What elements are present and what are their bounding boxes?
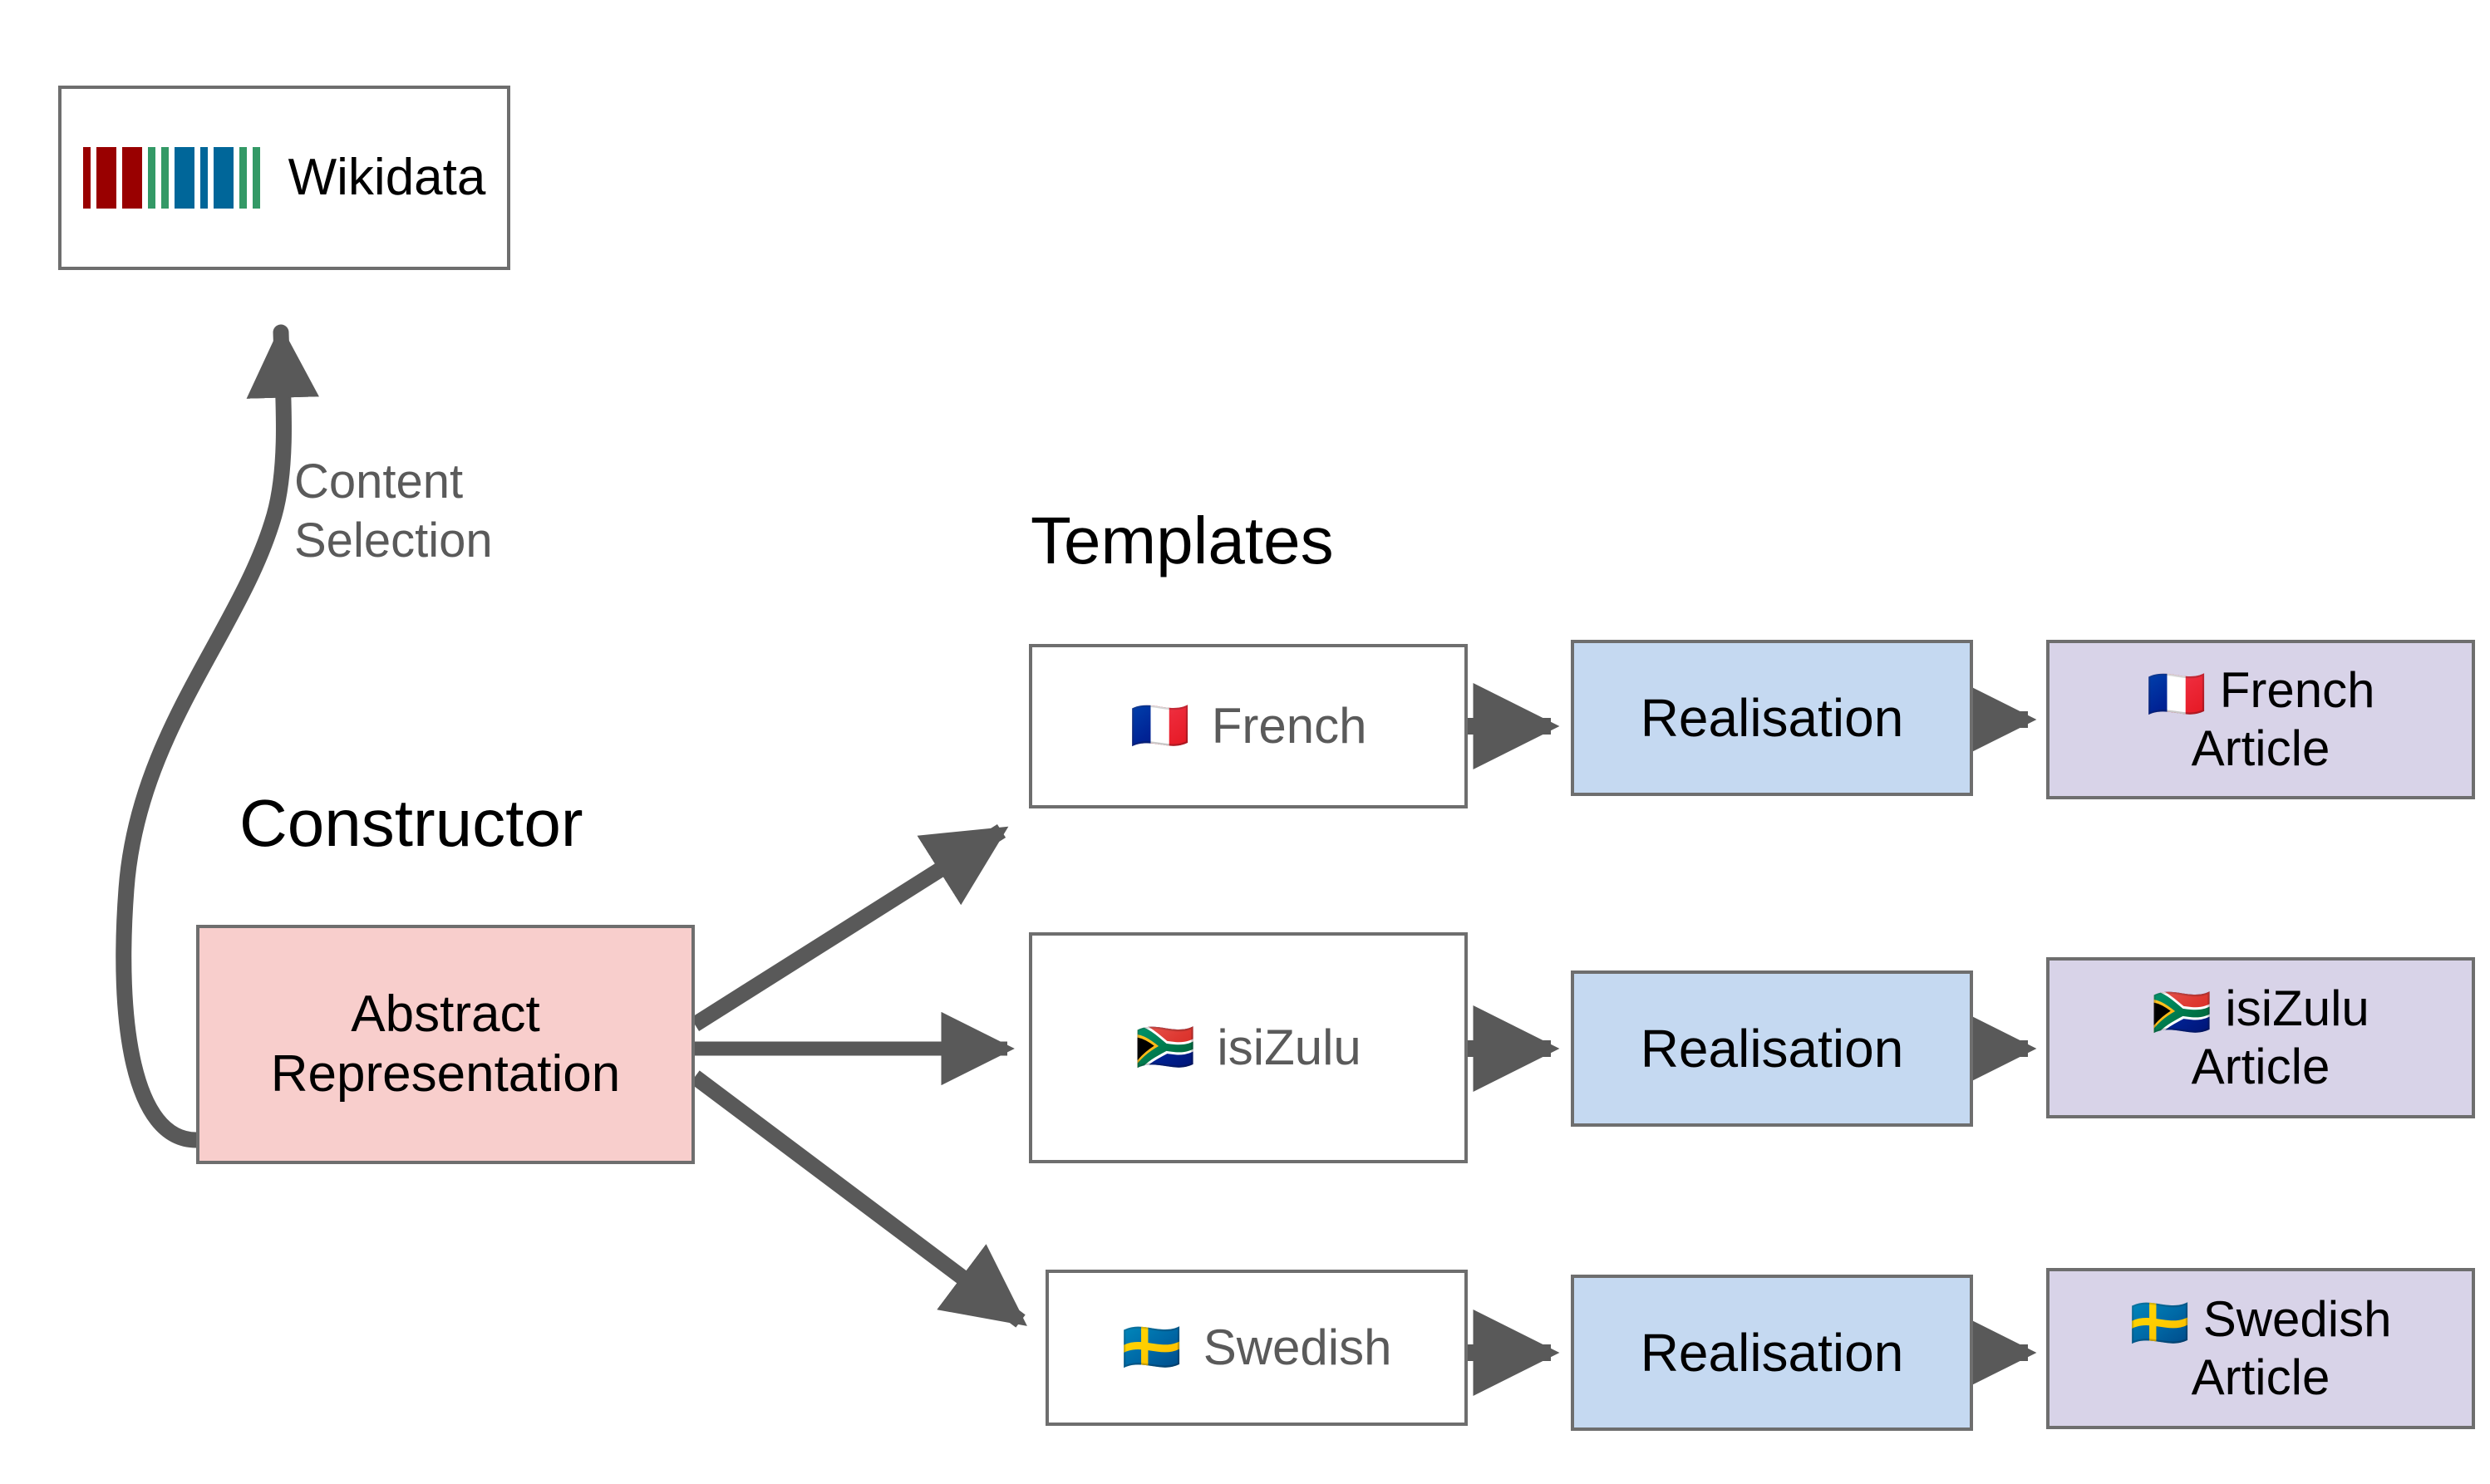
article-line2-swedish: Article (2191, 1349, 2330, 1405)
template-label-swedish: Swedish (1203, 1319, 1392, 1376)
template-node-swedish[interactable]: 🇸🇪 Swedish (1046, 1270, 1468, 1426)
realisation-label-swedish: Realisation (1640, 1322, 1904, 1383)
flag-south-africa-icon: 🇿🇦 (2152, 985, 2212, 1040)
article-language-isizulu: isiZulu (2225, 980, 2369, 1037)
article-line2-isizulu: Article (2191, 1039, 2330, 1094)
flag-france-icon: 🇫🇷 (1129, 699, 1190, 753)
template-node-isizulu[interactable]: 🇿🇦 isiZulu (1029, 932, 1468, 1163)
article-line1-french: 🇫🇷French (2146, 662, 2375, 722)
flag-france-icon: 🇫🇷 (2146, 667, 2207, 722)
article-node-swedish[interactable]: 🇸🇪Swedish Article (2046, 1268, 2475, 1429)
template-label-isizulu: isiZulu (1217, 1020, 1361, 1076)
abstract-representation-text: Abstract Representation (271, 985, 621, 1104)
flag-sweden-icon: 🇸🇪 (1121, 1320, 1182, 1374)
flag-sweden-icon: 🇸🇪 (2129, 1296, 2190, 1351)
article-text-french: 🇫🇷French Article (2147, 661, 2375, 777)
templates-section-title: Templates (1031, 504, 1334, 577)
flag-south-africa-icon: 🇿🇦 (1135, 1020, 1196, 1074)
constructor-section-title: Constructor (239, 786, 583, 860)
content-selection-line1: Content (294, 455, 464, 509)
article-line2-french: Article (2191, 720, 2330, 776)
realisation-label-french: Realisation (1640, 687, 1904, 748)
realisation-node-swedish[interactable]: Realisation (1571, 1275, 1973, 1431)
article-language-french: French (2219, 662, 2375, 719)
abstract-line2: Representation (270, 1045, 621, 1103)
content-selection-edge-label: Content Selection (294, 453, 493, 571)
template-label-french: French (1211, 698, 1367, 754)
article-node-french[interactable]: 🇫🇷French Article (2046, 640, 2475, 799)
wikidata-logo-icon (82, 147, 260, 209)
edge-abstract-to-swedish (690, 1070, 1027, 1328)
article-language-swedish: Swedish (2202, 1291, 2392, 1348)
wikidata-label: Wikidata (288, 149, 486, 207)
article-text-swedish: 🇸🇪Swedish Article (2129, 1290, 2391, 1406)
content-selection-line2: Selection (294, 513, 493, 568)
abstract-line1: Abstract (351, 985, 540, 1044)
article-line1-swedish: 🇸🇪Swedish (2129, 1291, 2392, 1351)
edge-abstract-to-french (690, 823, 1009, 1032)
wikidata-node[interactable]: Wikidata (58, 86, 510, 270)
template-node-french[interactable]: 🇫🇷 French (1029, 644, 1468, 808)
article-line1-isizulu: 🇿🇦isiZulu (2152, 980, 2369, 1040)
realisation-label-isizulu: Realisation (1640, 1018, 1904, 1079)
realisation-node-isizulu[interactable]: Realisation (1571, 970, 1973, 1127)
realisation-node-french[interactable]: Realisation (1571, 640, 1973, 796)
article-text-isizulu: 🇿🇦isiZulu Article (2152, 980, 2369, 1095)
abstract-representation-node[interactable]: Abstract Representation (196, 925, 695, 1164)
article-node-isizulu[interactable]: 🇿🇦isiZulu Article (2046, 957, 2475, 1118)
